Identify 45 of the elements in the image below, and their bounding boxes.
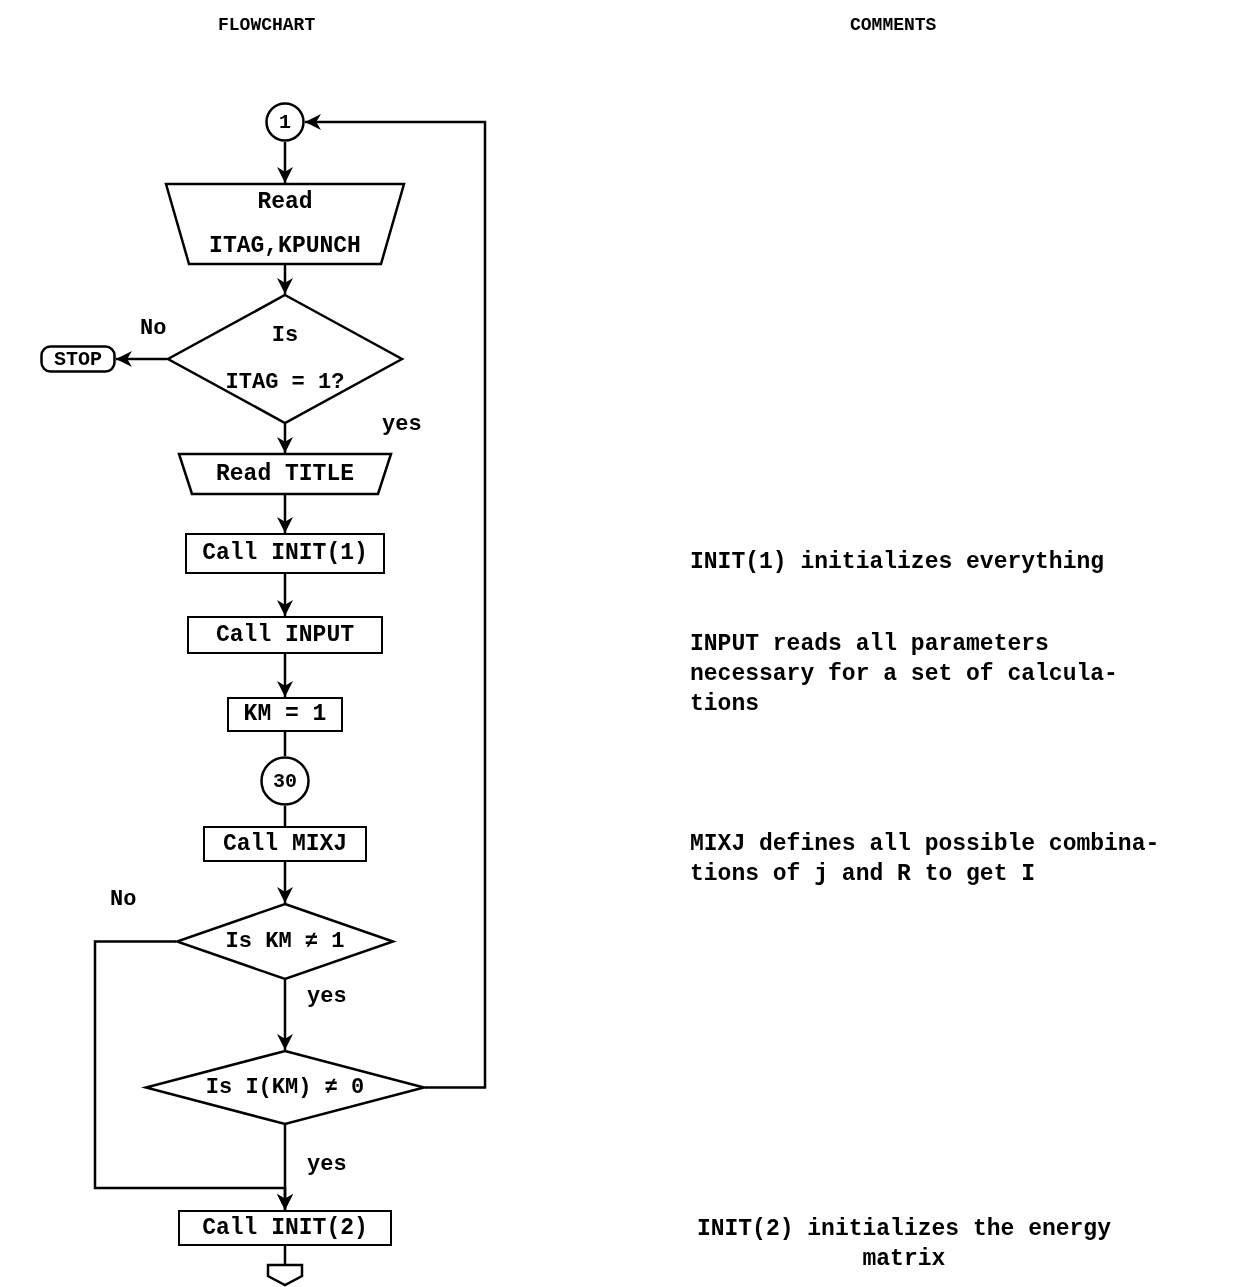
column-heading: FLOWCHART (218, 14, 316, 37)
node-label: ITAG,KPUNCH (209, 233, 361, 260)
decision-diamond (176, 903, 394, 980)
input-trapezoid (165, 183, 405, 265)
node-label: Read (257, 188, 313, 215)
arrow (277, 495, 293, 533)
arrow (277, 1125, 293, 1210)
comment-text: INIT(1) initializes everything (690, 548, 1105, 577)
process-box (187, 616, 383, 654)
process-box (185, 533, 385, 574)
node-label: Call INIT(1) (202, 540, 368, 567)
comment-text: MIXJ defines all possible combina- tions of j and R to get I (690, 830, 1161, 889)
node-label: Call INPUT (216, 621, 354, 649)
node-label: KM = 1 (243, 701, 327, 728)
terminator-shape (40, 345, 116, 373)
arrow (277, 654, 293, 697)
connector-line (283, 806, 287, 826)
node-label: Call MIXJ (222, 830, 348, 858)
arrow (116, 351, 167, 367)
connector-line (283, 732, 287, 756)
process-box (227, 697, 343, 732)
comment-text: INIT(2) initializes the energy matrix (695, 1215, 1112, 1274)
arrow (277, 265, 293, 294)
connector-circle (265, 102, 305, 142)
column-heading: COMMENTS (850, 14, 937, 37)
node-label: Read TITLE (216, 460, 354, 488)
node-label: Is KM ≠ 1 (225, 928, 345, 955)
node-label: Is (271, 322, 299, 348)
process-box (203, 826, 367, 862)
input-trapezoid (178, 453, 392, 495)
process-box (178, 1210, 392, 1246)
connector-circle (260, 756, 310, 806)
node-label: 1 (279, 110, 291, 134)
off-page-connector (267, 1264, 303, 1286)
node-label: 30 (273, 769, 297, 793)
arrow (277, 424, 293, 453)
node-label: STOP (54, 347, 102, 371)
node-label: Call INIT(2) (202, 1214, 368, 1242)
arrow (277, 980, 293, 1050)
arrow (277, 142, 293, 183)
arrow (277, 862, 293, 903)
arrow (277, 574, 293, 616)
arrow (305, 114, 487, 1089)
comment-text: INPUT reads all parameters necessary for a set of calcula- tions (690, 630, 1119, 719)
node-label: ITAG = 1? (225, 370, 345, 396)
